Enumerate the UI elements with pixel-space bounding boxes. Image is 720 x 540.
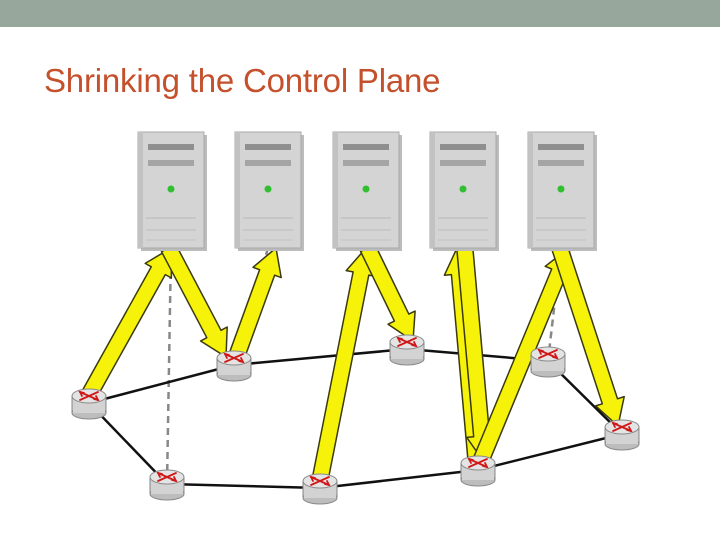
control-link xyxy=(165,247,173,485)
router-icon xyxy=(302,473,338,505)
slide-title: Shrinking the Control Plane xyxy=(44,62,441,99)
router-icon xyxy=(604,419,640,451)
update-arrow xyxy=(81,247,173,400)
arrows-layer xyxy=(81,243,625,483)
router-icon xyxy=(530,346,566,378)
top-bar xyxy=(0,0,720,27)
network-link xyxy=(319,468,479,490)
update-arrow xyxy=(551,244,625,427)
router-icon xyxy=(216,350,252,382)
server-icon xyxy=(234,131,304,251)
network-link xyxy=(166,482,321,490)
router-icon xyxy=(149,469,185,501)
server-icon xyxy=(429,131,499,251)
servers-layer xyxy=(137,131,597,251)
network-link xyxy=(477,432,623,472)
router-icon xyxy=(71,388,107,420)
update-arrow xyxy=(359,243,416,342)
server-icon xyxy=(527,131,597,251)
routers-layer xyxy=(71,334,640,505)
router-icon xyxy=(389,334,425,366)
update-arrow xyxy=(160,243,228,358)
update-arrow xyxy=(228,247,282,361)
network-link xyxy=(233,347,408,367)
update-arrow xyxy=(311,247,377,483)
router-icon xyxy=(460,455,496,487)
server-icon xyxy=(332,131,402,251)
server-icon xyxy=(137,131,207,251)
network-link xyxy=(88,363,235,405)
